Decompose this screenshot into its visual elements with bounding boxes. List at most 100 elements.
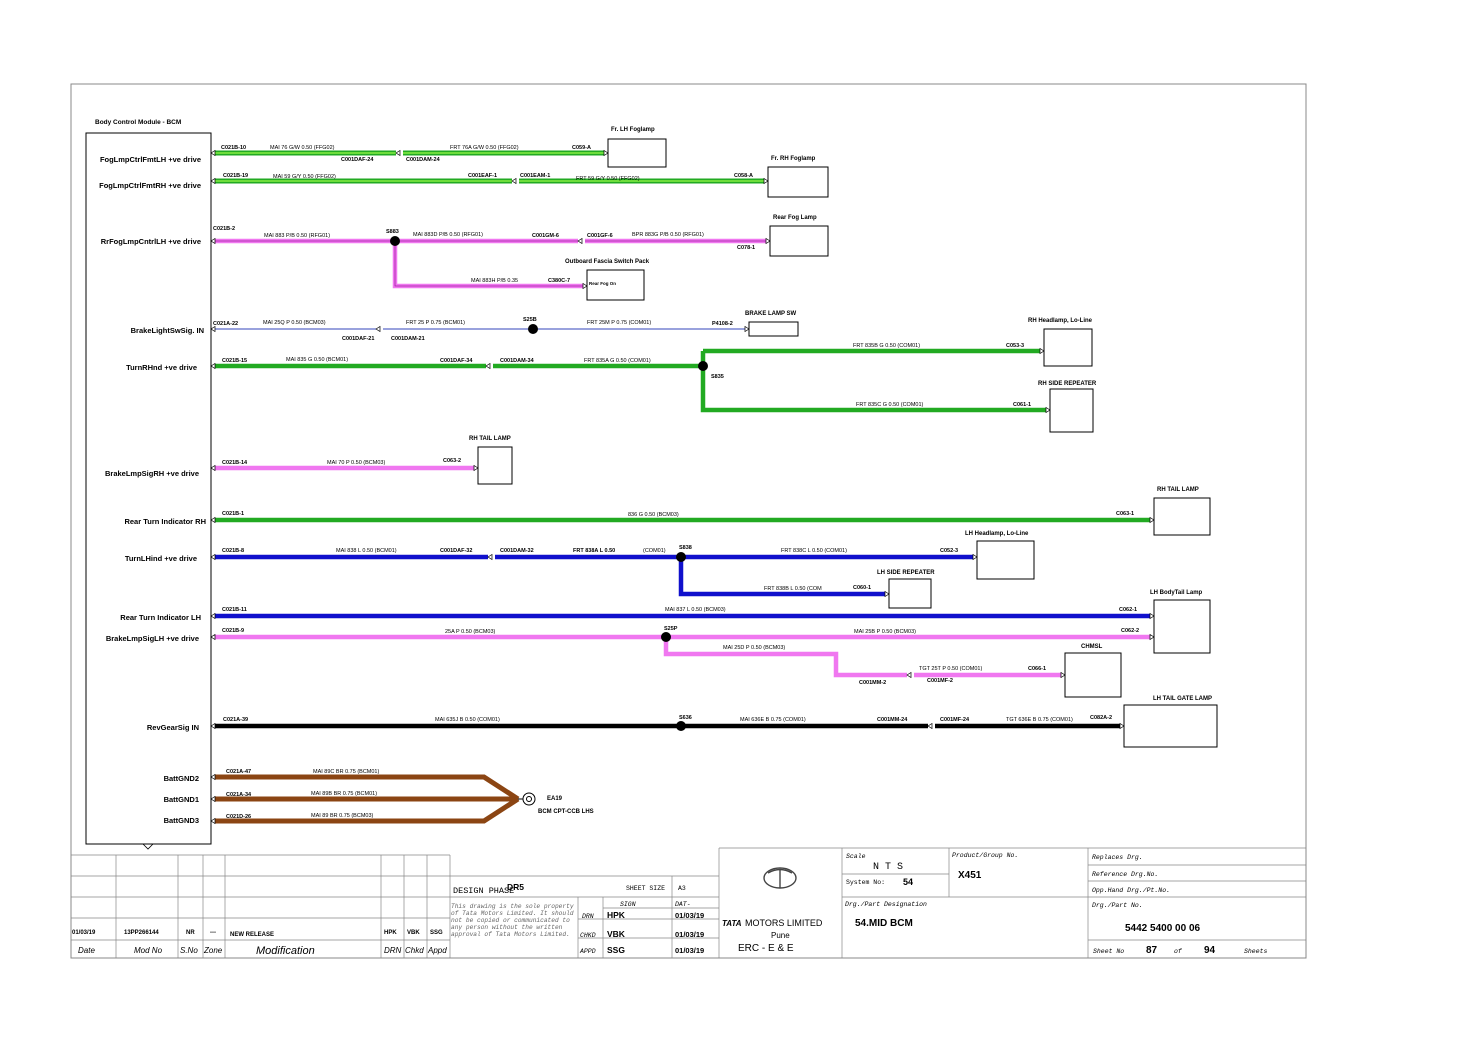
pin-label: RevGearSig IN: [147, 723, 199, 732]
bcm-pin-labels: FogLmpCtrlFmtLH +ve drive FogLmpCtrlFmtR…: [99, 155, 206, 825]
company-city: Pune: [771, 931, 790, 940]
revision-row: 01/03/19 13PP266144 NR --- NEW RELEASE H…: [72, 930, 443, 938]
conn-label: C001DAM-34: [500, 358, 535, 364]
splice-s636: [676, 721, 686, 731]
component-labels: Fr. LH Foglamp Fr. RH Foglamp Rear Fog L…: [469, 127, 1212, 815]
wire-label: FRT 838B L 0.50 (COM: [764, 586, 822, 592]
designation-value: 54.MID BCM: [855, 918, 913, 929]
conn-label: C380C-7: [548, 278, 570, 284]
pin-label: FogLmpCtrlFmtLH +ve drive: [100, 155, 201, 164]
wire-label: BPR 883G P/B 0.50 (RFG01): [632, 232, 704, 238]
wire-turn-rh: [214, 348, 1046, 413]
appd-date: 01/03/19: [675, 946, 704, 955]
connector-labels: C021B-10 C001DAF-24 C001DAM-24 C059-A C0…: [213, 145, 1139, 820]
sheet-size-value: A3: [678, 885, 686, 892]
appd-label: APPD: [579, 948, 596, 955]
conn-label: S838: [679, 545, 692, 551]
wire-label: FRT 838A L 0.50: [573, 548, 615, 554]
pin-label: FogLmpCtrlFmtRH +ve drive: [99, 181, 201, 190]
rev-drn: HPK: [384, 930, 397, 936]
hdr-chkd: Chkd: [405, 946, 424, 955]
tata-logo-icon: [763, 867, 797, 889]
comp-chmsl: [1064, 652, 1122, 698]
ground-eyelet-icon: [518, 792, 536, 806]
wire-label: MAI 59 G/Y 0.50 (FFG02): [273, 174, 336, 180]
wire-label: FRT 25 P 0.75 (BCM01): [406, 320, 465, 326]
rev-chkd: VBK: [407, 930, 420, 936]
comp-fascia-switch: [586, 269, 645, 301]
conn-label: C062-2: [1121, 628, 1139, 634]
comp-label: Rear Fog Lamp: [773, 215, 817, 221]
wire-turn-lh: [214, 554, 973, 597]
wire-label: MAI 25Q P 0.50 (BCM03): [263, 320, 326, 326]
wire-brake-lh: [214, 634, 1150, 678]
logo-section-grid: [719, 847, 843, 958]
conn-label: C021A-39: [223, 717, 248, 723]
scale-value: N T S: [873, 862, 903, 873]
conn-label: C001DAM-24: [406, 157, 441, 163]
wire-label: MAI 89 BR 0.75 (BCM03): [311, 813, 374, 819]
pin-label: BattGND3: [164, 816, 199, 825]
comp-label: CHMSL: [1081, 644, 1103, 650]
rev-modification: NEW RELEASE: [230, 932, 274, 938]
rev-appd: SSG: [430, 930, 443, 936]
conn-label: C063-1: [1116, 511, 1134, 517]
wire-label: TGT 636E B 0.75 (COM01): [1006, 717, 1073, 723]
drg-part-value: 5442 5400 00 06: [1125, 923, 1201, 934]
rev-table-grid: [71, 854, 451, 958]
chkd-date: 01/03/19: [675, 930, 704, 939]
design-phase-label: DESIGN PHASE: [453, 886, 514, 896]
comp-label: RH TAIL LAMP: [1157, 487, 1199, 493]
dat-label: DAT-: [675, 901, 691, 908]
hdr-sno: S.No: [180, 946, 198, 955]
conn-label: C021B-8: [222, 548, 244, 554]
conn-label: C021D-26: [226, 814, 251, 820]
product-value: X451: [958, 870, 982, 881]
wire-label: FRT 835B G 0.50 (COM01): [853, 343, 920, 349]
wire-label: FRT 25M P 0.75 (COM01): [587, 320, 651, 326]
conn-label: C001EAM-1: [520, 173, 550, 179]
drn-label: DRN: [582, 913, 594, 920]
conn-label: P4108-2: [712, 321, 733, 327]
conn-label: C001MF-24: [940, 717, 970, 723]
conn-label: C001DAM-32: [500, 548, 534, 554]
component-boxes: [477, 138, 1218, 748]
company-block: TATA MOTORS LIMITED Pune ERC - E & E: [722, 867, 823, 954]
conn-label: C021A-34: [226, 792, 252, 798]
comp-label: LH BodyTail Lamp: [1150, 590, 1203, 596]
product-label: Product/Group No.: [952, 852, 1018, 859]
comp-label: Rear Fog On: [589, 281, 616, 286]
conn-label: C061-1: [1013, 402, 1031, 408]
chkd-sign: VBK: [607, 929, 626, 939]
comp-rh-tail-lamp: [1153, 497, 1211, 536]
comp-label: BCM CPT-CCB LHS: [538, 809, 594, 815]
splice-s25p: [661, 632, 671, 642]
drawing-border: [70, 83, 1307, 959]
sheets-label: Sheets: [1244, 948, 1268, 955]
comp-label: RH Headlamp, Lo-Line: [1028, 318, 1093, 324]
splice-points: [390, 236, 708, 731]
conn-label: C082A-2: [1090, 715, 1112, 721]
pin-label: BrakeLmpSigRH +ve drive: [105, 469, 199, 478]
conn-label: C053-3: [1006, 343, 1024, 349]
wire-gnd2: [214, 774, 520, 802]
hdr-zone: Zone: [203, 946, 223, 955]
wire-label: FRT 838C L 0.50 (COM01): [781, 548, 847, 554]
comp-label: Fr. LH Foglamp: [611, 127, 655, 133]
conn-label: C001DAM-21: [391, 336, 425, 342]
conn-label: C021B-2: [213, 226, 235, 232]
conn-label: C060-1: [853, 585, 871, 591]
conn-label: C066-1: [1028, 666, 1046, 672]
wire-label: MAI 76 G/W 0.50 (FFG02): [270, 145, 335, 151]
pin-label: BrakeLmpSigLH +ve drive: [106, 634, 199, 643]
comp-label: RH TAIL LAMP: [469, 436, 511, 442]
pin-label: Rear Turn Indicator RH: [124, 517, 206, 526]
pin-label: RrFogLmpCntrlLH +ve drive: [101, 237, 201, 246]
splice-s838: [676, 552, 686, 562]
wire-label: FRT 76A G/W 0.50 (FFG02): [450, 145, 519, 151]
wire-label: MAI 883 P/B 0.50 (RFG01): [264, 233, 330, 239]
rev-zone: ---: [210, 930, 216, 936]
conn-label: C001MM-24: [877, 717, 908, 723]
comp-lh-tail-gate-lamp: [1123, 704, 1218, 748]
